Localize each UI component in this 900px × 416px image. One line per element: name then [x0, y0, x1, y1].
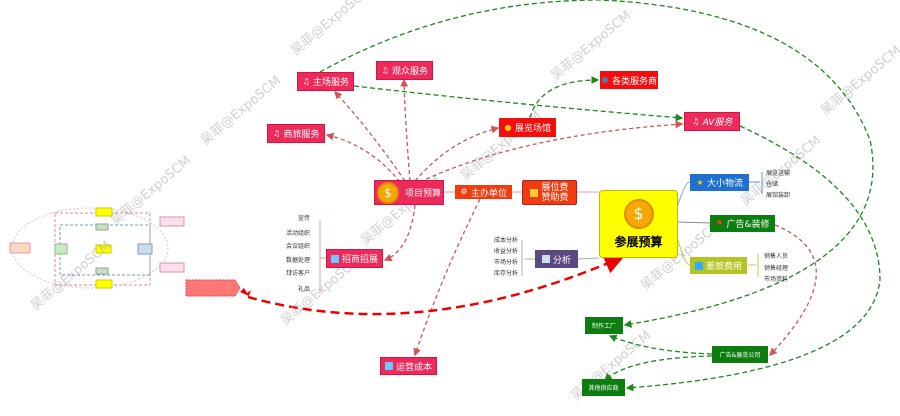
node-ad-company[interactable]: 广告&展览公司	[712, 346, 768, 363]
logistics-item: 展览运输	[766, 170, 791, 177]
node-vendors[interactable]: ●各类服务商	[600, 71, 658, 89]
travel-item: 销售人员	[764, 253, 789, 260]
music-note-icon: ♫	[691, 116, 700, 126]
node-travel-cost[interactable]: 差旅费用	[690, 257, 747, 274]
node-main-service[interactable]: ♫主场服务	[297, 72, 354, 91]
music-note-icon: ♫	[302, 76, 310, 86]
node-operating-cost[interactable]: 运营成本	[380, 357, 437, 375]
document-icon	[330, 254, 339, 263]
node-other-suppliers[interactable]: 其他供应商	[582, 379, 625, 396]
music-note-icon: ♫	[272, 128, 281, 138]
node-project-budget[interactable]: $项目预算	[374, 180, 444, 205]
analysis-item: 成本分析	[494, 237, 519, 244]
travel-item: 市场资料	[764, 276, 789, 283]
flag-icon: ⚑	[715, 218, 724, 228]
node-av-service[interactable]: ♫AV服务	[684, 112, 740, 131]
node-organizer[interactable]: ⚙主办单位	[455, 185, 512, 199]
node-ads-decoration[interactable]: ⚑广告&装修	[710, 215, 775, 232]
gear-icon: ⚙	[460, 187, 468, 196]
dollar-coin-icon: $	[376, 181, 399, 204]
music-note-icon: ♫	[381, 65, 389, 75]
node-audience-service[interactable]: ♫观众服务	[376, 61, 433, 80]
recruit-item: 会议组织	[286, 243, 311, 250]
analysis-item: 库存分析	[494, 270, 519, 277]
travel-item: 销售经理	[764, 265, 789, 272]
person-icon: ●	[601, 75, 609, 84]
document-icon	[694, 261, 703, 270]
star-icon: ★	[696, 177, 704, 187]
node-exhibit-budget[interactable]: $参展预算	[599, 190, 678, 258]
analysis-item: 收益分析	[494, 248, 519, 255]
node-factory[interactable]: 制作工厂	[585, 317, 623, 334]
overview-thumbnail	[9, 207, 251, 297]
recruit-item: 活动组织	[286, 230, 311, 237]
node-venue[interactable]: ●展览场馆	[499, 118, 556, 137]
node-travel-service[interactable]: ♫商旅服务	[267, 124, 325, 143]
person-icon: ●	[504, 122, 512, 132]
node-analysis[interactable]: 分析	[535, 250, 578, 268]
recruit-item: 宣传	[298, 215, 311, 222]
analysis-item: 市场分析	[494, 259, 519, 266]
node-recruit[interactable]: 招商招展	[326, 249, 383, 268]
recruit-item: 拜访客户	[286, 270, 311, 277]
logistics-item: 展馆装卸	[766, 192, 791, 199]
recruit-item: 礼品	[298, 286, 311, 293]
node-logistics[interactable]: ★大小物流	[690, 174, 749, 191]
node-booth-fee[interactable]: 展位费赞助费	[522, 180, 577, 205]
document-icon	[530, 188, 539, 197]
chart-icon	[541, 255, 550, 263]
document-icon	[384, 362, 393, 370]
dollar-coin-icon: $	[623, 198, 654, 229]
logistics-item: 仓储	[766, 181, 779, 188]
recruit-item: 数据处理	[286, 257, 311, 264]
